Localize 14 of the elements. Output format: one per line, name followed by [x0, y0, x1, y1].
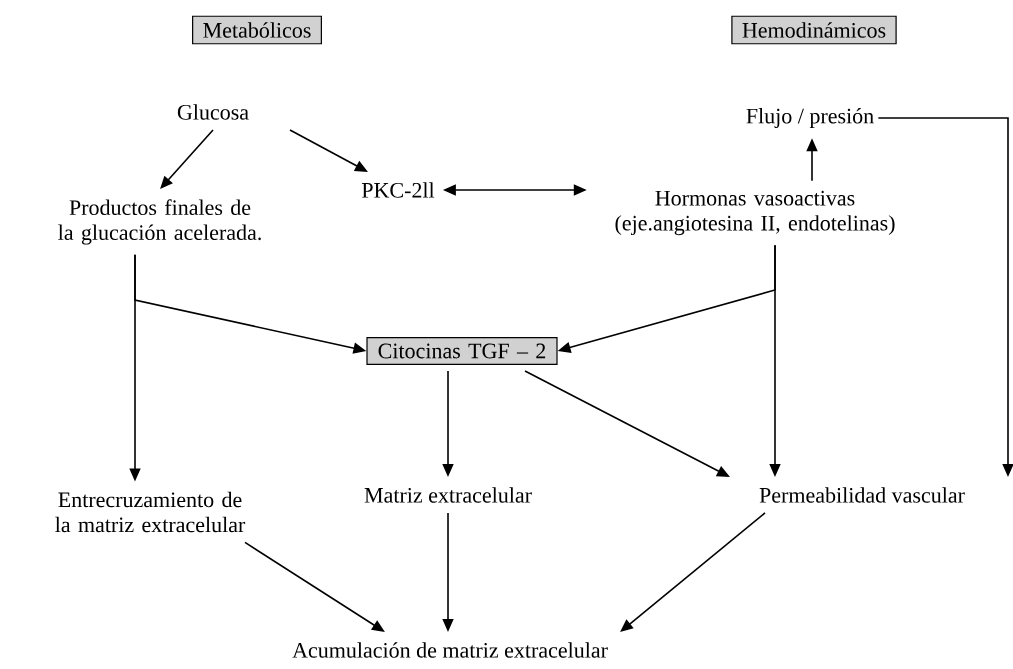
text-label: Matriz extracelular	[364, 487, 532, 503]
text-label: Hormonas vasoactivas (eje.angiotesina II, endotelinas)	[615, 190, 895, 236]
label-box: Citocinas TGF – 2	[366, 337, 558, 365]
label-box: Hemodinámicos	[731, 15, 897, 45]
arrow	[620, 512, 766, 632]
label-box: Metabólicos	[192, 15, 322, 45]
text-label: Acumulación de matriz extracelular	[292, 642, 608, 658]
text-label: Glucosa	[177, 104, 249, 120]
arrow	[244, 541, 385, 632]
text-label: Permeabilidad vascular	[759, 487, 965, 503]
text-label: Productos finales de la glucación acelerada.	[58, 199, 261, 245]
text-label: PKC-2ll	[361, 182, 435, 198]
text-label: Flujo / presión	[746, 108, 874, 128]
text-label: Entrecruzamiento de la matriz extracelular	[55, 491, 246, 533]
